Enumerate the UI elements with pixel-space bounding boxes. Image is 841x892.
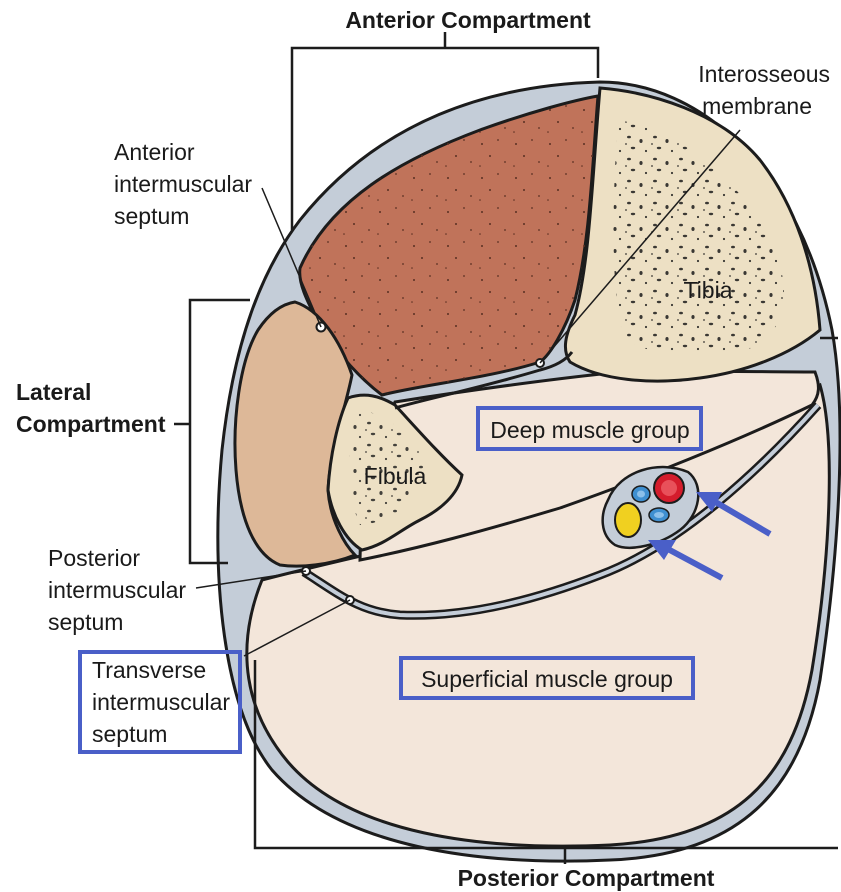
transverse-septum-label-2: intermuscular [92, 689, 230, 715]
superficial-muscle-group-label: Superficial muscle group [421, 666, 673, 692]
lateral-compartment-label-1: Lateral [16, 379, 91, 405]
anterior-septum-label-2: intermuscular [114, 171, 252, 197]
nerve-icon [615, 503, 641, 537]
posterior-septum-label-3: septum [48, 609, 123, 635]
interosseous-label-1: Interosseous [698, 61, 830, 87]
posterior-septum-label-2: intermuscular [48, 577, 186, 603]
transverse-septum-label-3: septum [92, 721, 167, 747]
anterior-septum-label-1: Anterior [114, 139, 195, 165]
anterior-septum-label-3: septum [114, 203, 189, 229]
interosseous-label-2: membrane [702, 93, 812, 119]
posterior-compartment-label: Posterior Compartment [458, 865, 715, 891]
fibula-label: Fibula [364, 463, 427, 489]
posterior-septum-label-1: Posterior [48, 545, 140, 571]
anterior-compartment-label: Anterior Compartment [345, 7, 591, 33]
lateral-compartment-label-2: Compartment [16, 411, 166, 437]
tibia-label: Tibia [684, 277, 733, 303]
transverse-septum-label-1: Transverse [92, 657, 206, 683]
deep-muscle-group-label: Deep muscle group [490, 417, 689, 443]
